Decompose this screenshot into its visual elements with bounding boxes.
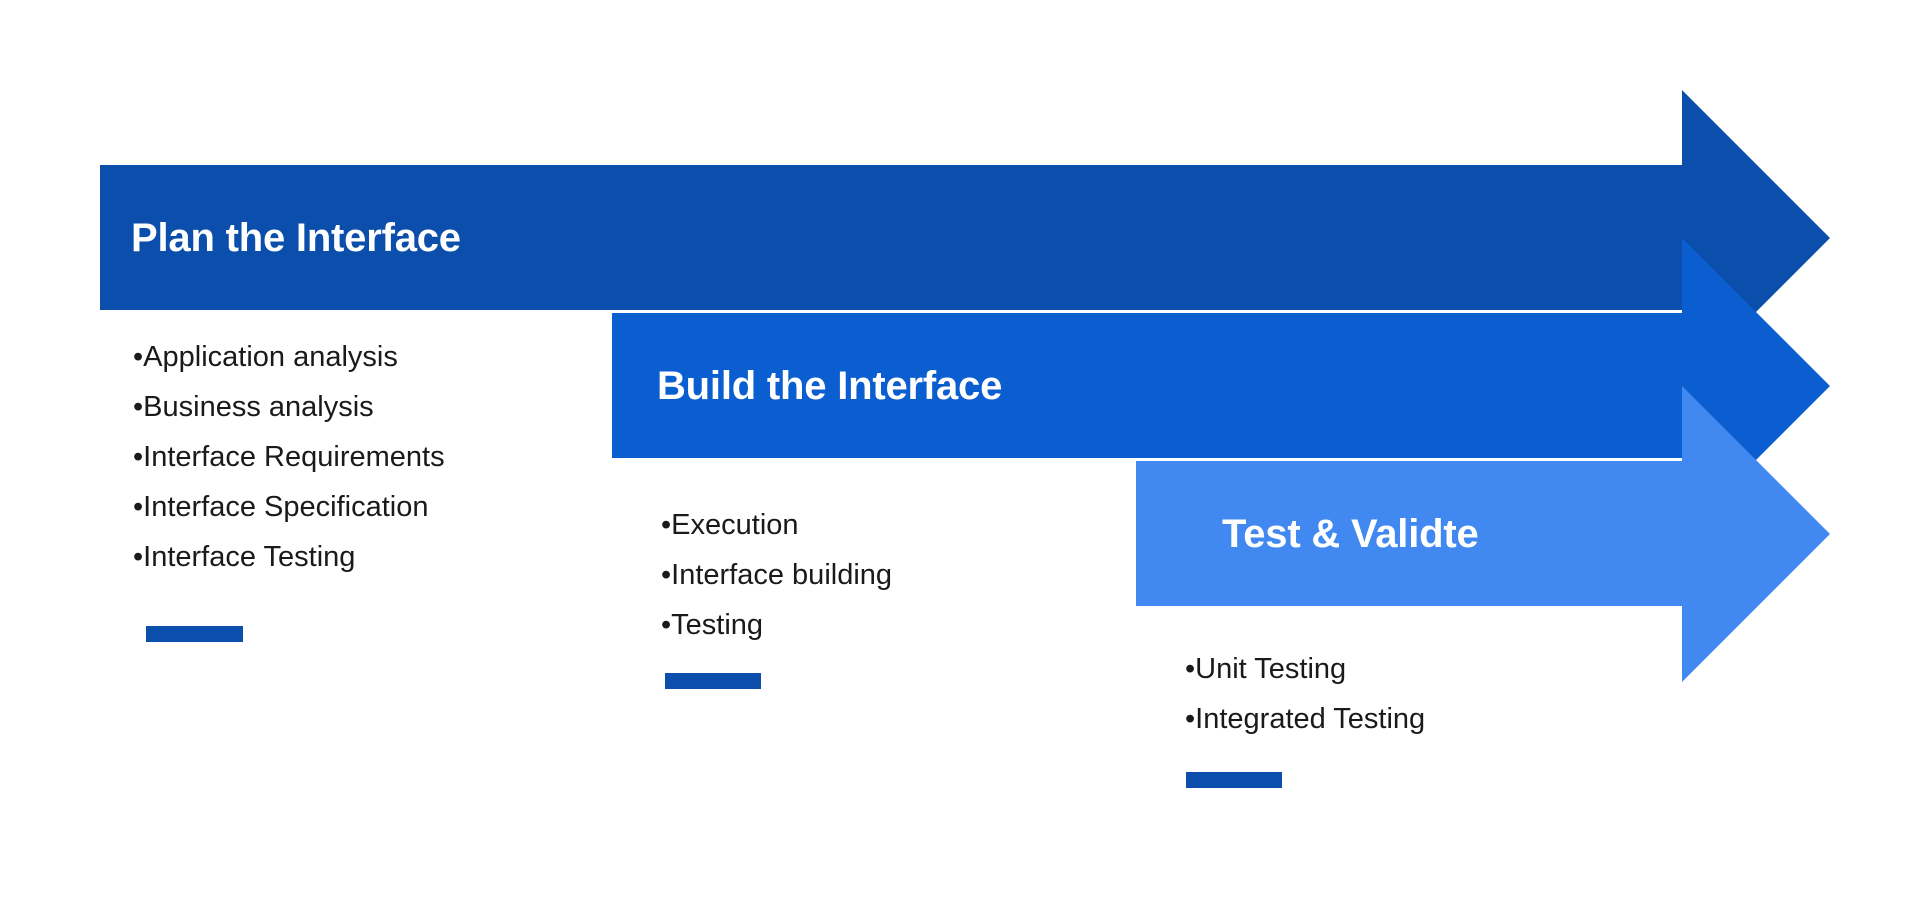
list-item: •Application analysis bbox=[133, 332, 445, 382]
list-item: •Testing bbox=[661, 600, 892, 650]
list-item-label: Unit Testing bbox=[1195, 653, 1347, 685]
list-item: •Integrated Testing bbox=[1185, 694, 1425, 744]
list-item: •Interface building bbox=[661, 550, 892, 600]
process-arrow-shape-1 bbox=[100, 90, 1830, 386]
step-2-bullet-list: •Execution •Interface building •Testing bbox=[661, 500, 892, 650]
bullet-dot-icon: • bbox=[1185, 703, 1196, 735]
list-item-label: Business analysis bbox=[143, 391, 374, 423]
list-item-label: Execution bbox=[671, 509, 799, 541]
bullet-dot-icon: • bbox=[661, 609, 672, 641]
list-item: •Business analysis bbox=[133, 382, 445, 432]
bullet-dot-icon: • bbox=[133, 341, 144, 373]
list-item: •Interface Specification bbox=[133, 482, 445, 532]
bullet-dot-icon: • bbox=[133, 441, 144, 473]
list-item-label: Interface building bbox=[671, 559, 893, 591]
process-arrow-shape-2 bbox=[612, 238, 1830, 534]
step-2-title: Build the Interface bbox=[657, 364, 1003, 408]
bullet-dot-icon: • bbox=[133, 391, 144, 423]
bullet-dot-icon: • bbox=[661, 509, 672, 541]
list-item-label: Interface Testing bbox=[143, 541, 356, 573]
step-2-accent-bar bbox=[665, 673, 761, 689]
bullet-dot-icon: • bbox=[1185, 653, 1196, 685]
list-item: •Execution bbox=[661, 500, 892, 550]
step-1-title: Plan the Interface bbox=[131, 216, 461, 260]
list-item: •Unit Testing bbox=[1185, 644, 1425, 694]
step-3-title: Test & Validte bbox=[1222, 512, 1479, 556]
bullet-dot-icon: • bbox=[133, 541, 144, 573]
list-item-label: Interface Specification bbox=[143, 491, 429, 523]
step-3-accent-bar bbox=[1186, 772, 1282, 788]
process-arrow-shape-3 bbox=[1136, 386, 1830, 682]
list-item-label: Integrated Testing bbox=[1195, 703, 1426, 735]
step-3-bullet-list: •Unit Testing •Integrated Testing bbox=[1185, 644, 1425, 744]
list-item-label: Application analysis bbox=[143, 341, 398, 373]
bullet-dot-icon: • bbox=[133, 491, 144, 523]
list-item-label: Testing bbox=[671, 609, 764, 641]
list-item-label: Interface Requirements bbox=[143, 441, 445, 473]
bullet-dot-icon: • bbox=[661, 559, 672, 591]
list-item: •Interface Requirements bbox=[133, 432, 445, 482]
step-1-accent-bar bbox=[146, 626, 243, 642]
list-item: •Interface Testing bbox=[133, 532, 445, 582]
step-1-bullet-list: •Application analysis •Business analysis… bbox=[133, 332, 445, 582]
